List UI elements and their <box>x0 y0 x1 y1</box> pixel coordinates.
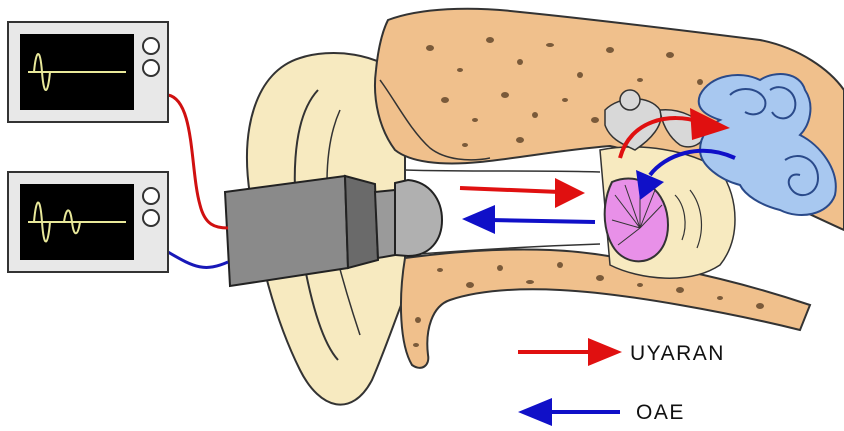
legend-stimulus: UYARAN <box>518 338 725 366</box>
probe-cables <box>168 95 228 267</box>
stimulus-arrow-canal <box>460 178 585 208</box>
oae-arrow-canal <box>462 205 595 234</box>
monitor-icon <box>8 172 168 272</box>
legend-stimulus-label: UYARAN <box>630 342 725 365</box>
legend-oae: OAE <box>518 398 685 426</box>
monitor-icon <box>8 22 168 122</box>
legend-oae-label: OAE <box>636 401 685 424</box>
